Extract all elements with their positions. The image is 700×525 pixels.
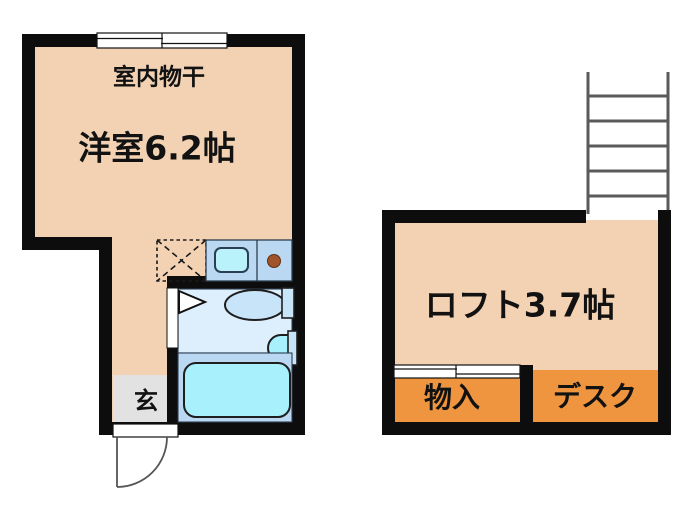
room-window xyxy=(96,32,228,49)
label-entrance: 玄 xyxy=(134,387,158,415)
desk-fill xyxy=(533,370,658,422)
closet-door xyxy=(393,364,521,379)
label-closet: 物入 xyxy=(424,381,480,414)
kitchen-counter xyxy=(205,239,293,282)
label-loft: ロフト3.7帖 xyxy=(425,286,615,325)
label-indoor-drying: 室内物干 xyxy=(113,64,205,91)
loft-ladder xyxy=(586,72,670,214)
loft-unit-walls xyxy=(382,210,671,435)
washing-machine-space xyxy=(156,239,207,282)
stove-burner xyxy=(267,254,281,268)
kitchen-sink xyxy=(214,247,249,273)
label-western-room: 洋室6.2帖 xyxy=(78,129,235,168)
bathtub xyxy=(183,362,291,418)
wash-basin xyxy=(224,289,286,321)
closet-fill xyxy=(394,370,520,422)
loft-unit xyxy=(382,72,671,435)
sanitary-fixtures xyxy=(177,287,298,423)
western-room-floor xyxy=(22,34,305,435)
bathroom-door xyxy=(166,287,208,349)
entrance-tile xyxy=(113,375,177,427)
left-unit xyxy=(22,32,305,488)
entrance-door xyxy=(112,423,179,488)
label-desk: デスク xyxy=(553,380,637,413)
